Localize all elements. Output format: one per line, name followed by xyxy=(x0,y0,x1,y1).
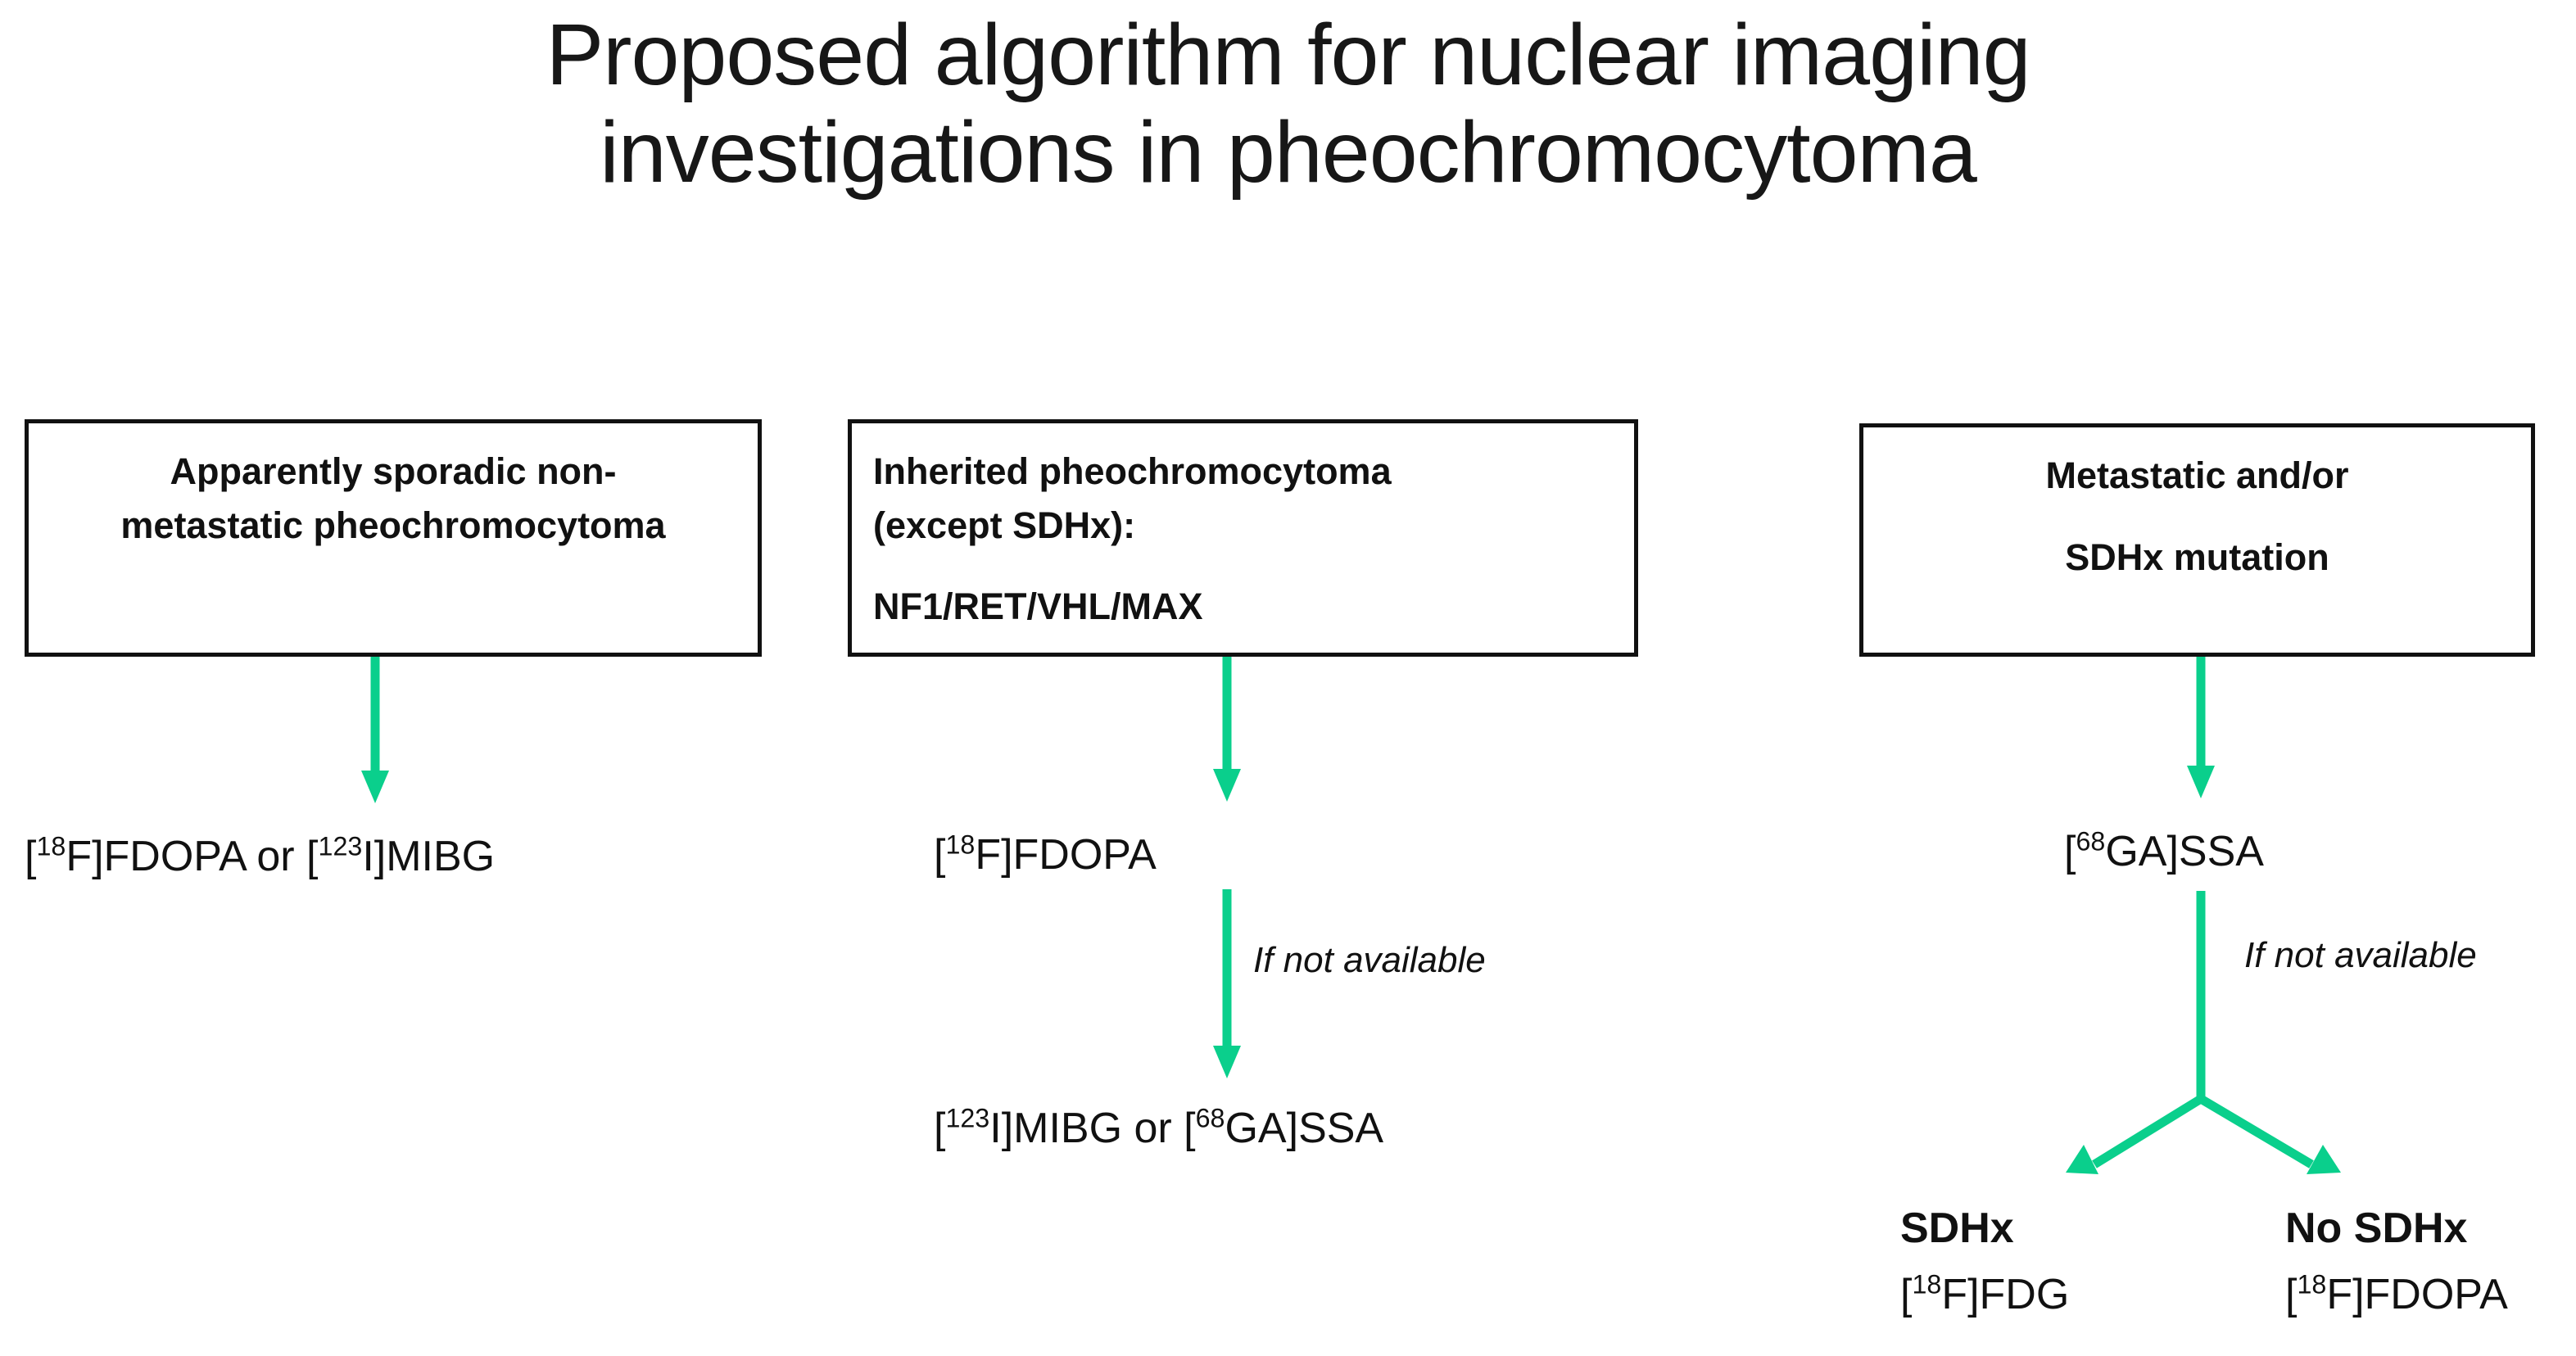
tracer-text-8: F]FDOPA xyxy=(2326,1271,2508,1318)
tracer-text-4: I]MIBG or [ xyxy=(989,1105,1196,1152)
isotope-18: 18 xyxy=(2297,1269,2327,1300)
isotope-18: 18 xyxy=(945,829,976,860)
box-apparently-sporadic: Apparently sporadic non- metastatic pheo… xyxy=(25,419,762,657)
isotope-18: 18 xyxy=(1912,1269,1942,1300)
tracer-text-5: GA]SSA xyxy=(1225,1105,1384,1152)
box-metastatic-text: Metastatic and/or SDHx mutation xyxy=(1885,449,2510,584)
tracer-text-2: I]MIBG xyxy=(362,833,496,880)
box-metastatic-line-2: SDHx mutation xyxy=(2065,536,2329,578)
tracer-sporadic-options: [18F]FDOPA or [123I]MIBG xyxy=(25,832,495,882)
box-metastatic-line-1: Metastatic and/or xyxy=(2045,454,2349,496)
annotation-if-not-available-middle: If not available xyxy=(1253,940,1486,980)
tracer-text-3: F]FDOPA xyxy=(975,831,1157,879)
figure-title: Proposed algorithm for nuclear imaging i… xyxy=(546,7,2030,201)
box-inherited-line-1: Inherited pheochromocytoma xyxy=(873,450,1392,492)
bracket-open-4: [ xyxy=(2064,828,2076,875)
leaf-label-no-sdhx: No SDHx xyxy=(2285,1205,2468,1252)
isotope-18: 18 xyxy=(36,831,66,861)
bracket-open-5: [ xyxy=(1900,1271,1913,1318)
annotation-if-not-available-right: If not available xyxy=(2244,935,2477,975)
leaf-label-sdhx: SDHx xyxy=(1900,1205,2014,1252)
isotope-123: 123 xyxy=(945,1103,990,1133)
arrow-inherited-to-fdopa xyxy=(1213,657,1241,802)
tracer-text-7: F]FDG xyxy=(1941,1271,2070,1318)
tracer-text-6: GA]SSA xyxy=(2105,828,2264,875)
bracket-open-2: [ xyxy=(934,831,946,879)
bracket-open-6: [ xyxy=(2285,1271,2298,1318)
bracket-open-1: [ xyxy=(25,833,37,880)
box-metastatic-sdhx: Metastatic and/or SDHx mutation xyxy=(1859,423,2535,657)
box-inherited-line-2: (except SDHx): xyxy=(873,504,1136,546)
arrow-fdopa-to-alternative xyxy=(1213,889,1241,1078)
tracer-inherited-primary: [18F]FDOPA xyxy=(934,830,1157,880)
tracer-text-1: F]FDOPA or [ xyxy=(66,833,319,880)
box-sporadic-text: Apparently sporadic non- metastatic pheo… xyxy=(50,445,736,552)
arrow-ssa-branch xyxy=(2066,891,2341,1174)
tracer-no-sdhx-fdopa: [18F]FDOPA xyxy=(2285,1270,2508,1320)
tracer-inherited-alternative: [123I]MIBG or [68GA]SSA xyxy=(934,1104,1383,1154)
bracket-open-3: [ xyxy=(934,1105,946,1152)
box-inherited-text: Inherited pheochromocytoma (except SDHx)… xyxy=(873,445,1613,634)
isotope-68: 68 xyxy=(2076,826,2106,857)
isotope-123: 123 xyxy=(318,831,363,861)
box-sporadic-line-1: Apparently sporadic non- xyxy=(170,450,617,492)
isotope-68: 68 xyxy=(1195,1103,1225,1133)
box-sporadic-line-2: metastatic pheochromocytoma xyxy=(120,504,666,546)
box-inherited-pheochromocytoma: Inherited pheochromocytoma (except SDHx)… xyxy=(848,419,1638,657)
box-inherited-line-3: NF1/RET/VHL/MAX xyxy=(873,585,1203,628)
arrow-metastatic-to-ssa xyxy=(2187,657,2215,798)
arrow-sporadic-to-tracer xyxy=(361,657,389,803)
tracer-sdhx-fdg: [18F]FDG xyxy=(1900,1270,2069,1320)
tracer-metastatic-primary: [68GA]SSA xyxy=(2064,827,2264,877)
